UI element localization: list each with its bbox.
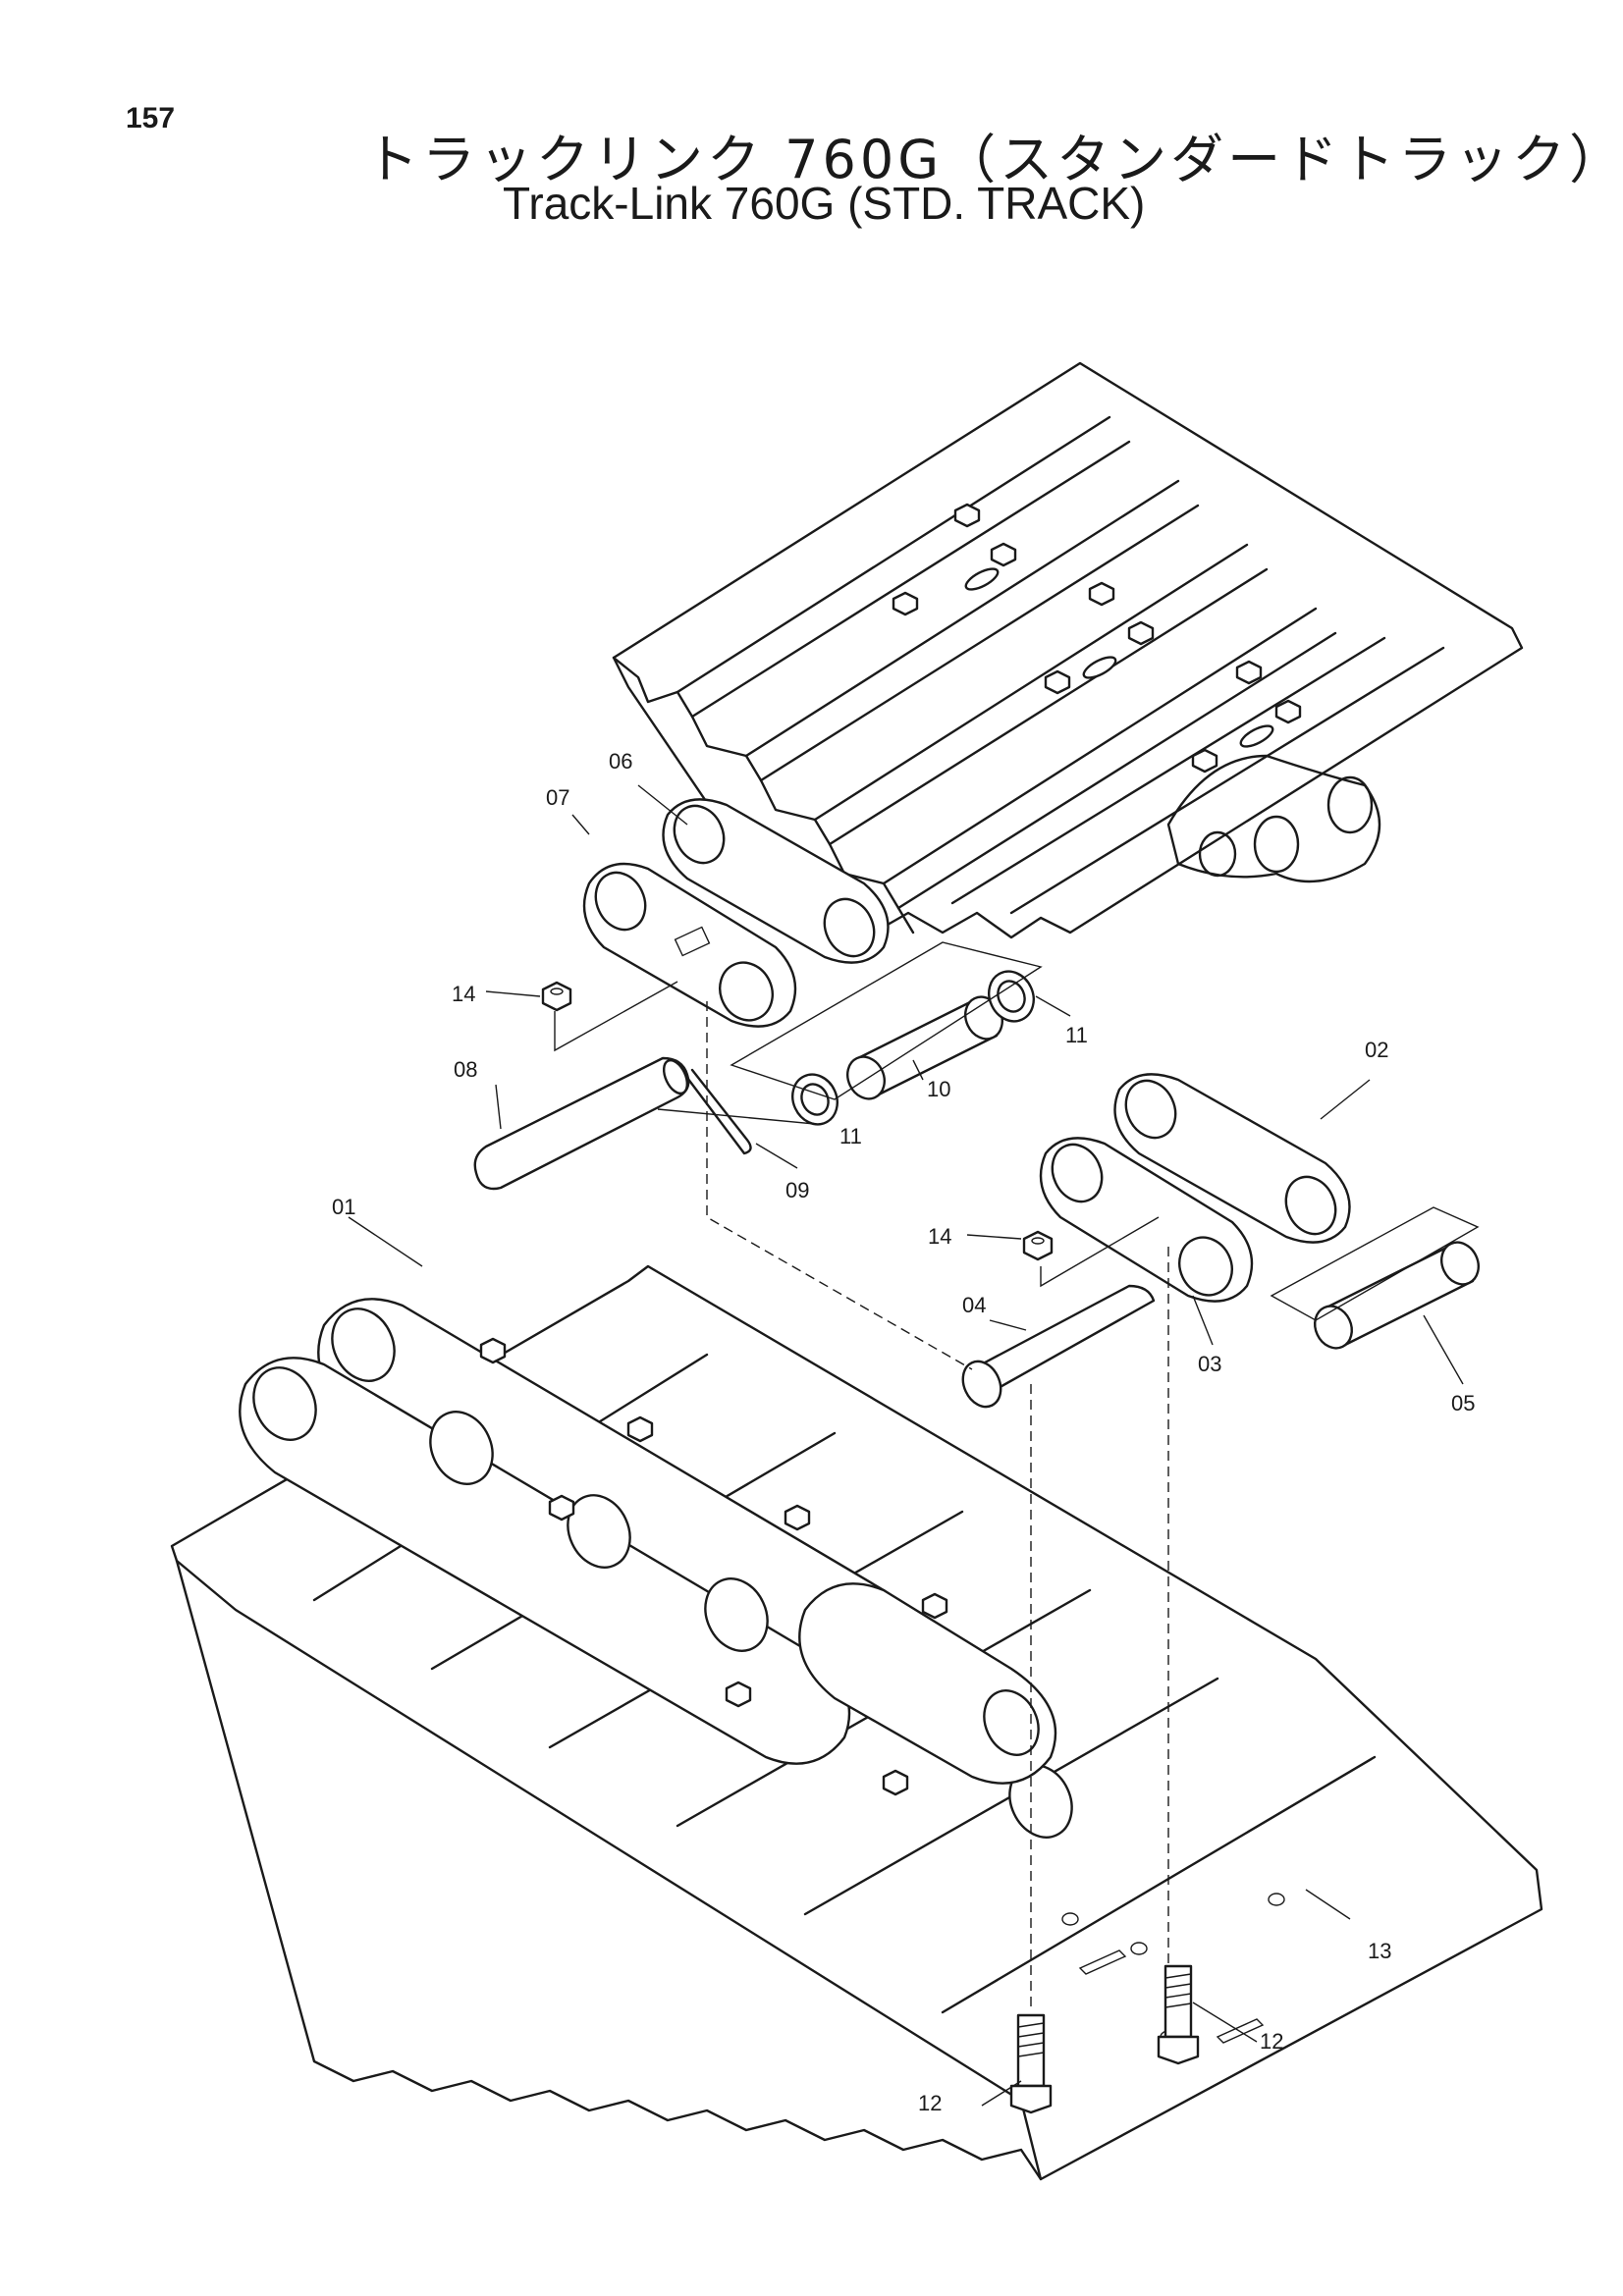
callout-05: 05 xyxy=(1451,1391,1475,1415)
lower-track-assembly xyxy=(170,1264,1543,2181)
callout-01: 01 xyxy=(332,1195,355,1219)
link-pair-06-07 xyxy=(582,798,890,1028)
bushing-05-bracket xyxy=(1270,1206,1480,1321)
callout-11-left: 11 xyxy=(839,1124,862,1148)
nut-14-upper xyxy=(541,981,572,1012)
cotter-09 xyxy=(685,1068,752,1155)
callout-07: 07 xyxy=(546,785,569,810)
callout-11-right: 11 xyxy=(1065,1023,1088,1047)
bolt-12-left xyxy=(1009,2013,1053,2114)
title-english: Track-Link 760G (STD. TRACK) xyxy=(503,178,1146,229)
seal-11-left xyxy=(791,1073,839,1126)
title-japanese: トラックリンク 760G（スタンダードトラック） xyxy=(365,129,1623,190)
pin-08 xyxy=(473,1056,690,1191)
callout-03: 03 xyxy=(1198,1352,1221,1376)
callout-leaders xyxy=(348,784,1464,2107)
bushing-10 xyxy=(846,995,1003,1100)
callout-13: 13 xyxy=(1368,1939,1391,1963)
callout-09: 09 xyxy=(785,1178,809,1202)
page-number: 157 xyxy=(126,102,176,134)
assembly-guide-lines xyxy=(554,981,1169,2012)
callout-06: 06 xyxy=(609,749,632,774)
nut-14-right xyxy=(1022,1230,1054,1261)
callout-14-right: 14 xyxy=(928,1224,951,1249)
bushing-bracket xyxy=(730,941,1043,1100)
callout-12-right: 12 xyxy=(1260,2029,1283,2054)
bolt-12-right xyxy=(1157,1964,1200,2065)
link-pair-02-03 xyxy=(1039,1073,1351,1303)
upper-shoe-bolt-heads xyxy=(892,503,1302,774)
callout-10: 10 xyxy=(927,1077,950,1101)
callout-02: 02 xyxy=(1365,1038,1388,1062)
upper-track-shoe-assembly xyxy=(612,361,1524,939)
callout-12-left: 12 xyxy=(918,2091,942,2115)
seal-11-right xyxy=(988,970,1035,1023)
callout-08: 08 xyxy=(454,1057,477,1082)
bushing-05 xyxy=(1314,1241,1480,1350)
callout-04: 04 xyxy=(962,1293,986,1317)
pin-04 xyxy=(961,1284,1156,1409)
callout-14-upper: 14 xyxy=(452,982,475,1006)
